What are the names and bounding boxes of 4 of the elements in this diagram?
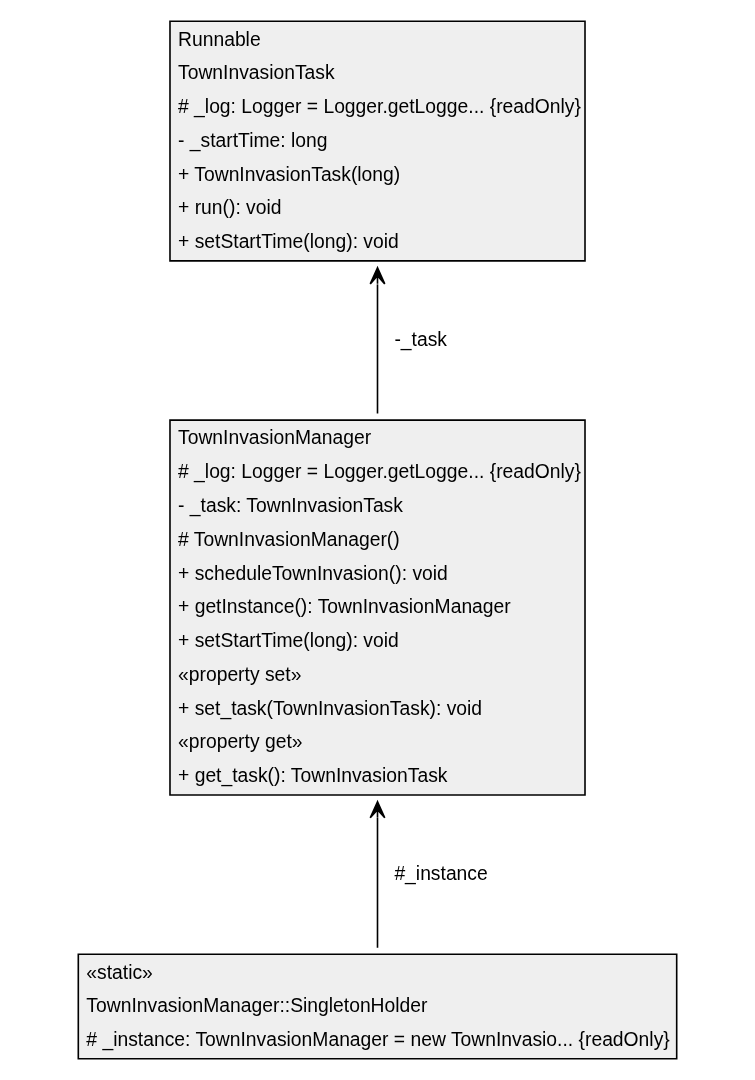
arrow	[369, 266, 386, 415]
edge-label: #_instance	[394, 863, 488, 885]
arrow	[369, 800, 386, 949]
edge-label: -_task	[394, 329, 447, 351]
